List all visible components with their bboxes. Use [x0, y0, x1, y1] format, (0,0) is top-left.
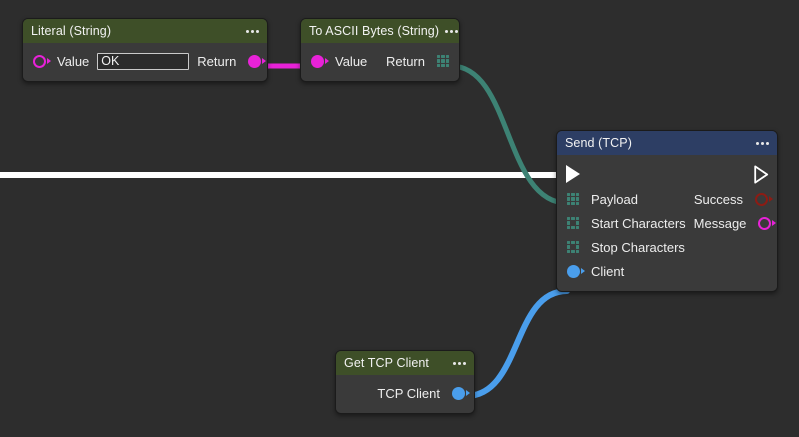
port-label-client: Client — [591, 263, 625, 279]
port-row-tcp-client: TCP Client — [336, 381, 474, 405]
array-port-icon — [566, 216, 580, 230]
string-port-icon — [310, 54, 324, 68]
node-title: Send (TCP) — [565, 136, 632, 150]
port-row-value: Value Return — [23, 49, 267, 73]
port-label-stop-characters: Stop Characters — [591, 239, 685, 255]
link-ascii-to-payload — [448, 63, 570, 206]
port-label-return: Return — [385, 53, 425, 69]
port-return-output[interactable] — [246, 53, 267, 69]
port-start-characters-input[interactable] — [565, 215, 581, 231]
port-label-return: Return — [197, 53, 237, 69]
port-row-start-characters: Start Characters Message — [557, 211, 777, 235]
port-nub-icon — [47, 58, 51, 64]
node-body: Payload Success Start Characters — [557, 155, 777, 291]
string-port-icon — [247, 54, 261, 68]
string-port-icon — [757, 216, 771, 230]
node-to-ascii-bytes-string[interactable]: To ASCII Bytes (String) Value Return — [300, 18, 460, 82]
node-title: To ASCII Bytes (String) — [309, 24, 440, 38]
port-nub-icon — [581, 268, 585, 274]
port-row-stop-characters: Stop Characters — [557, 235, 777, 259]
node-title: Get TCP Client — [344, 356, 429, 370]
array-port-icon — [436, 54, 450, 68]
port-nub-icon — [466, 390, 470, 396]
port-message-output[interactable] — [756, 215, 777, 231]
port-label-start-characters: Start Characters — [591, 215, 686, 231]
port-success-output[interactable] — [753, 191, 773, 207]
ellipsis-icon[interactable] — [756, 141, 769, 145]
exec-input-port[interactable] — [565, 165, 581, 183]
node-header[interactable]: Literal (String) — [23, 19, 267, 43]
array-port-icon — [566, 192, 580, 206]
exec-output-port[interactable] — [753, 165, 769, 184]
ellipsis-icon[interactable] — [246, 29, 259, 33]
exec-arrow-hollow-icon — [753, 165, 769, 184]
node-send-tcp[interactable]: Send (TCP) — [556, 130, 778, 292]
node-get-tcp-client[interactable]: Get TCP Client TCP Client — [335, 350, 475, 414]
node-header[interactable]: Send (TCP) — [557, 131, 777, 155]
link-client-to-send — [463, 288, 570, 399]
port-label-message: Message — [693, 215, 747, 231]
node-body: Value Return — [23, 43, 267, 81]
port-payload-input[interactable] — [565, 191, 581, 207]
port-label-value: Value — [335, 53, 368, 69]
port-client-input[interactable] — [565, 263, 585, 279]
client-port-icon — [451, 386, 465, 400]
port-value-input[interactable] — [309, 53, 329, 69]
node-header[interactable]: Get TCP Client — [336, 351, 474, 375]
port-label-value: Value — [57, 53, 90, 69]
ellipsis-icon[interactable] — [453, 361, 466, 365]
exec-arrow-filled-icon — [566, 165, 580, 183]
port-tcp-client-output[interactable] — [450, 385, 470, 401]
port-row-exec — [557, 161, 777, 187]
port-value-input[interactable] — [31, 53, 51, 69]
port-row-payload: Payload Success — [557, 187, 777, 211]
port-return-output[interactable] — [435, 53, 451, 69]
port-label-payload: Payload — [591, 191, 638, 207]
array-port-icon — [566, 240, 580, 254]
string-port-icon — [32, 54, 46, 68]
node-title: Literal (String) — [31, 24, 112, 38]
node-body: Value Return — [301, 43, 459, 81]
port-nub-icon — [769, 196, 773, 202]
ellipsis-icon[interactable] — [445, 29, 459, 33]
port-label-success: Success — [693, 191, 743, 207]
port-nub-icon — [262, 58, 267, 64]
bool-port-icon — [754, 192, 768, 206]
port-stop-characters-input[interactable] — [565, 239, 581, 255]
node-body: TCP Client — [336, 375, 474, 413]
value-text-input[interactable] — [97, 52, 190, 70]
port-nub-icon — [772, 220, 777, 226]
client-port-icon — [566, 264, 580, 278]
node-header[interactable]: To ASCII Bytes (String) — [301, 19, 459, 43]
node-literal-string[interactable]: Literal (String) Value Return — [22, 18, 268, 82]
port-label-tcp-client: TCP Client — [377, 385, 440, 401]
port-row-value: Value Return — [301, 49, 459, 73]
port-row-client: Client — [557, 259, 777, 283]
port-nub-icon — [325, 58, 329, 64]
